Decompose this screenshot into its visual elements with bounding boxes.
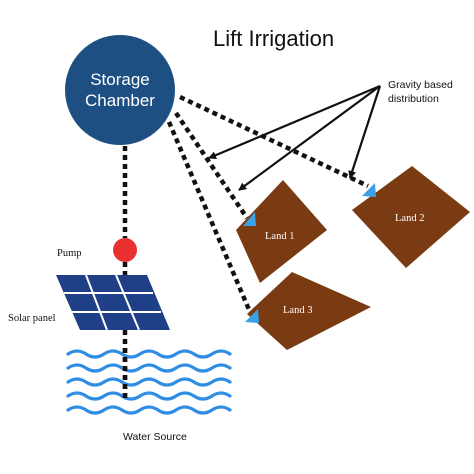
arrow-to-land-2	[348, 85, 382, 179]
solar-panel	[56, 274, 170, 331]
land-1-inlet-marker	[243, 212, 256, 226]
pump-label: Pump	[57, 248, 82, 259]
solar-panel-label: Solar panel	[8, 313, 56, 324]
water-source-label: Water Source	[123, 431, 187, 443]
pipe-to-land-1	[174, 111, 249, 220]
land-2-inlet-marker	[362, 183, 376, 197]
pipe-to-land-3	[166, 121, 253, 313]
distribution-label-line2: distribution	[388, 93, 439, 105]
pipe-to-land-2	[179, 94, 369, 189]
land-2	[352, 166, 470, 268]
water-source-waves	[66, 349, 232, 415]
arrow-to-land-1	[238, 85, 381, 191]
storage-chamber-label-line2: Chamber	[85, 91, 155, 110]
land-1-label: Land 1	[265, 231, 294, 242]
storage-chamber	[65, 35, 175, 145]
land-3	[247, 272, 371, 350]
land-3-inlet-marker	[245, 309, 259, 323]
distribution-label-line1: Gravity based	[388, 79, 453, 91]
land-1	[236, 180, 327, 283]
storage-chamber-label-line1: Storage	[90, 70, 150, 89]
distribution-arrows	[208, 84, 382, 191]
diagram-title: Lift Irrigation	[213, 26, 334, 51]
land-2-label: Land 2	[395, 213, 424, 224]
pump	[113, 238, 137, 262]
land-3-label: Land 3	[283, 305, 312, 316]
arrow-to-pipes	[208, 84, 381, 160]
